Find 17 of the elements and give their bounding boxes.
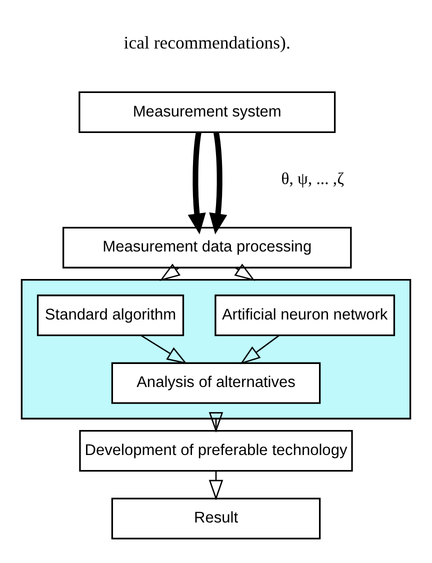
label: θ, ψ, ... ,ζ: [281, 168, 344, 188]
arrow: [188, 132, 206, 234]
arrow: [240, 334, 280, 364]
node-box: Result: [111, 498, 321, 540]
cluster: [20, 279, 412, 420]
node-box: Measurement system: [78, 91, 336, 133]
node-box: Analysis of alternatives: [111, 362, 321, 404]
arrow: [160, 264, 181, 281]
label: ical recommendations).: [124, 32, 290, 53]
arrow: [208, 470, 224, 500]
arrow: [209, 132, 228, 234]
arrow: [140, 334, 188, 364]
node-box: Measurement data processing: [62, 226, 352, 268]
node-box: Artificial neuron network: [214, 294, 396, 336]
node-box: Development of preferable technology: [79, 430, 353, 472]
arrow: [208, 412, 224, 433]
node-box: Standard algorithm: [36, 294, 184, 336]
